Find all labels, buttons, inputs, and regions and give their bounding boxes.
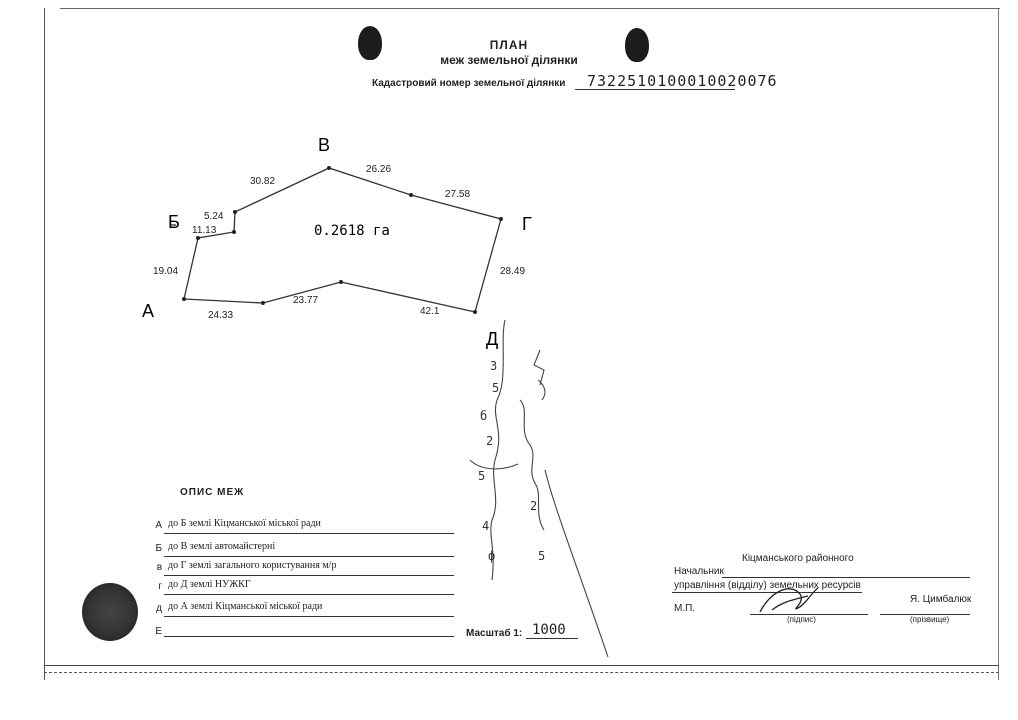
scale-underline: [526, 638, 578, 639]
point-label-b: Б: [168, 212, 180, 232]
distance-label: 28.49: [500, 266, 525, 277]
handwriting-mark: 2: [530, 499, 537, 513]
cadastral-underline: [575, 89, 735, 90]
cadastral-label: Кадастровий номер земельної ділянки: [372, 78, 566, 89]
signature-org: Кіцманського районного: [742, 553, 854, 564]
handwriting-mark: 5: [492, 381, 499, 395]
cadastral-number: 7322510100010020076: [587, 72, 778, 90]
document-subtitle: меж земельної ділянки: [440, 53, 578, 67]
row-letter: Б: [155, 543, 162, 554]
seal-stamp: [82, 583, 138, 641]
frame-right-border: [998, 8, 999, 680]
signature-caption: (підпис): [787, 615, 816, 624]
row-letter: г: [158, 581, 162, 592]
row-text: до Д землі НУЖКГ: [168, 579, 251, 590]
point-label-v: В: [318, 135, 330, 155]
frame-bottom-dashed-border: [44, 672, 999, 673]
point-label-d: Д: [486, 329, 498, 349]
handwriting-mark: 5: [478, 469, 485, 483]
frame-bottom-border: [44, 665, 999, 666]
handwriting-mark: 4: [482, 519, 489, 533]
boundary-description-heading: ОПИС МЕЖ: [180, 487, 245, 498]
distance-label: 26.26: [366, 164, 391, 175]
handwriting-mark: ф: [488, 549, 495, 563]
row-letter: д: [156, 603, 162, 614]
area-label: 0.2618 га: [314, 223, 390, 239]
signature-department: управління (відділу) земельних ресурсів: [674, 580, 861, 591]
name-caption: (прізвище): [910, 615, 950, 624]
point-label-g: Г: [522, 214, 532, 234]
punch-hole-left: [358, 26, 382, 60]
row-text: до В землі автомайстерні: [168, 541, 276, 552]
scale-value: 1000: [532, 622, 566, 638]
frame-left-border: [44, 8, 45, 680]
handwriting-mark: б: [480, 409, 487, 423]
punch-hole-right: [625, 28, 649, 62]
distance-label: 11.13: [192, 225, 217, 236]
distance-label: 30.82: [250, 176, 275, 187]
row-letter: А: [155, 520, 162, 531]
row-letter: в: [156, 562, 162, 573]
point-label-a: А: [142, 301, 154, 321]
official-name: Я. Цимбалюк: [910, 594, 972, 605]
distance-label: 24.33: [208, 310, 233, 321]
document-title: ПЛАН: [489, 38, 529, 52]
distance-label: 27.58: [445, 189, 470, 200]
distance-label: 5.24: [204, 211, 224, 222]
handwritten-signature: [759, 587, 819, 613]
handwriting-mark: 2: [486, 434, 493, 448]
signature-head-label: Начальник: [674, 566, 724, 577]
row-text: до Г землі загального користування м/р: [168, 560, 337, 571]
frame-top-border: [60, 8, 1000, 9]
row-text: до Б землі Кіцманської міської ради: [168, 518, 321, 529]
row-letter: Е: [155, 626, 162, 637]
distance-label: 23.77: [293, 295, 318, 306]
distance-label: 19.04: [153, 266, 178, 277]
handwriting-mark: 5: [538, 549, 545, 563]
scale-label: Масштаб 1:: [466, 628, 523, 639]
row-text: до А землі Кіцманської міської ради: [168, 601, 323, 612]
handwritten-scribbles: [469, 319, 609, 658]
distance-label: 42.1: [420, 306, 440, 317]
handwriting-mark: 3: [490, 359, 497, 373]
stamp-place-label: М.П.: [674, 603, 696, 614]
